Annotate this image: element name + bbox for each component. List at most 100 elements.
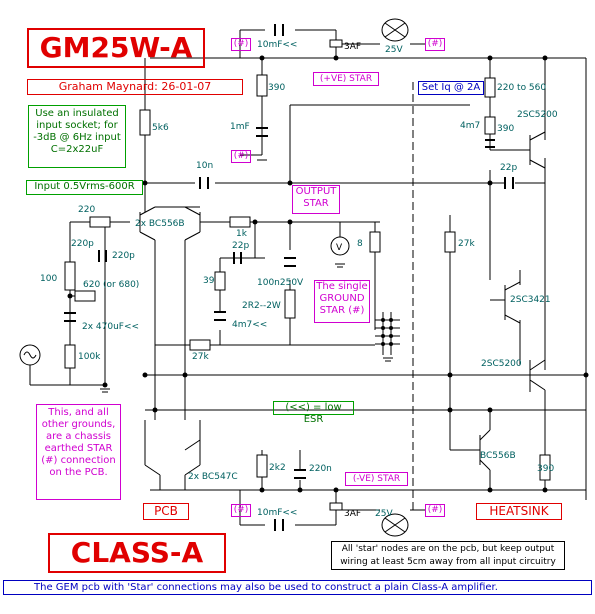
resistor-390-top [256,74,268,97]
label-c470u: 2x 470uF<< [82,322,139,332]
label-c220n: 220n [309,464,332,474]
label-r8: 8 [357,239,363,249]
heatsink-label: HEATSINK [476,503,562,520]
author-text: Graham Maynard: 26-01-07 [58,80,212,93]
label-r390-b: 390 [497,124,514,134]
label-q-2sc5200-bot: 2SC5200 [481,359,522,369]
label-r100: 100 [40,274,57,284]
star-mark-text-4: (#) [233,505,249,515]
star-mark-bottom-right: (#) [425,504,445,517]
ground-star-label: The single GROUND STAR (#) [314,280,370,323]
footer-note: The GEM pcb with 'Star' connections may … [3,580,592,595]
star-mark-text-2: (#) [427,39,443,49]
negative-rail-label: (-VE) STAR [345,472,408,486]
pcb-label: PCB [143,503,189,520]
resistor-100 [64,261,76,291]
low-esr-text: (<<) = low ESR [285,402,342,425]
label-c10n: 10n [196,161,213,171]
star-mark-1mf: (#) [231,150,251,163]
page-title: GM25W-A [39,31,193,64]
label-lamp-bot: 25V [375,509,393,519]
label-c22p-a: 22p [232,241,249,251]
label-q-input: 2x BC556B [135,219,185,229]
resistor-1k [229,216,251,228]
resistor-39 [214,271,226,291]
resistor-2k2 [256,454,268,478]
note-insulated-text: Use an insulated input socket; for -3dB … [33,108,121,155]
positive-rail-label: (+VE) STAR [313,72,379,86]
label-c4m7-a: 4m7<< [232,320,267,330]
class-label-box: CLASS-A [48,533,226,573]
label-c1mf: 1mF [230,122,250,132]
label-r390-bot: 390 [537,464,554,474]
chassis-grounds-text: This, and all other grounds, are a chass… [41,407,116,478]
resistor-390-bottom [539,454,551,481]
label-q-bc556b: BC556B [480,451,516,461]
positive-rail-text: (+VE) STAR [319,74,373,84]
low-esr-note: (<<) = low ESR [273,401,354,425]
label-r27k-b: 27k [458,239,475,249]
heatsink-label-text: HEATSINK [489,504,549,518]
star-nodes-note: All 'star' nodes are on the pcb, but kee… [331,541,565,570]
resistor-2r2 [284,289,296,319]
note-input-spec-text: Input 0.5Vrms-600R [34,181,135,192]
label-fuse-bot: 3AF [344,509,361,519]
resistor-5k6 [139,109,151,136]
label-r2k2: 2k2 [269,463,286,473]
label-q-2sc3421: 2SC3421 [510,295,551,305]
resistor-390-right [484,116,496,135]
resistor-220-input [89,216,111,228]
output-star-label: OUTPUT STAR [292,185,340,214]
label-r39: 39 [203,276,215,286]
label-r27k-a: 27k [192,352,209,362]
chassis-grounds-note: This, and all other grounds, are a chass… [36,404,121,500]
label-q-bc547c: 2x BC547C [188,472,238,482]
star-mark-text-1: (#) [233,39,249,49]
label-q-2sc5200-top: 2SC5200 [517,110,558,120]
label-r390-top: 390 [268,83,285,93]
label-lamp-top: 25V [385,45,403,55]
pcb-label-text: PCB [154,504,178,518]
label-fuse-top: 3AF [344,42,361,52]
label-r100k: 100k [78,352,101,362]
label-cap-top: 10mF<< [257,40,297,50]
resistor-8 [369,231,381,253]
note-insulated-socket: Use an insulated input socket; for -3dB … [28,105,126,168]
label-r220-in: 220 [78,205,95,215]
class-label: CLASS-A [70,536,204,569]
resistor-620 [74,290,96,302]
resistor-100k [64,344,76,369]
label-c220p-a: 220p [71,239,94,249]
resistor-27k-left [189,339,211,351]
output-star-text: OUTPUT STAR [295,186,337,209]
star-mark-top-left: (#) [231,38,251,51]
star-mark-text-5: (#) [427,505,443,515]
ground-star-text: The single GROUND STAR (#) [316,281,368,316]
set-iq-text: Set Iq @ 2A [421,82,481,93]
label-r2r2: 2R2--2W [242,301,281,311]
footer-text: The GEM pcb with 'Star' connections may … [34,582,498,593]
label-r1k: 1k [236,229,248,239]
label-r5k6: 5k6 [152,123,169,133]
title-box: GM25W-A [27,28,205,68]
star-mark-text-3: (#) [233,151,249,161]
resistor-27k-right [444,231,456,253]
label-r220-560: 220 to 560 [497,83,546,93]
star-nodes-text: All 'star' nodes are on the pcb, but kee… [340,544,556,567]
label-c100n: 100n250V [257,278,304,288]
set-iq-note: Set Iq @ 2A [418,81,484,95]
negative-rail-text: (-VE) STAR [352,474,401,484]
label-c220p-b: 220p [112,251,135,261]
voltmeter-v: V [336,243,343,253]
star-mark-bottom-left: (#) [231,504,251,517]
label-c22p-b: 22p [500,163,517,173]
resistor-220-560 [484,77,496,98]
star-mark-top-right: (#) [425,38,445,51]
label-cap-bot: 10mF<< [257,508,297,518]
voltmeter-icon [330,236,350,256]
label-c4m7-b: 4m7 [460,121,480,131]
note-input-spec: Input 0.5Vrms-600R [26,180,143,195]
label-r620: 620 (or 680) [83,280,139,290]
author-line: Graham Maynard: 26-01-07 [27,79,243,95]
